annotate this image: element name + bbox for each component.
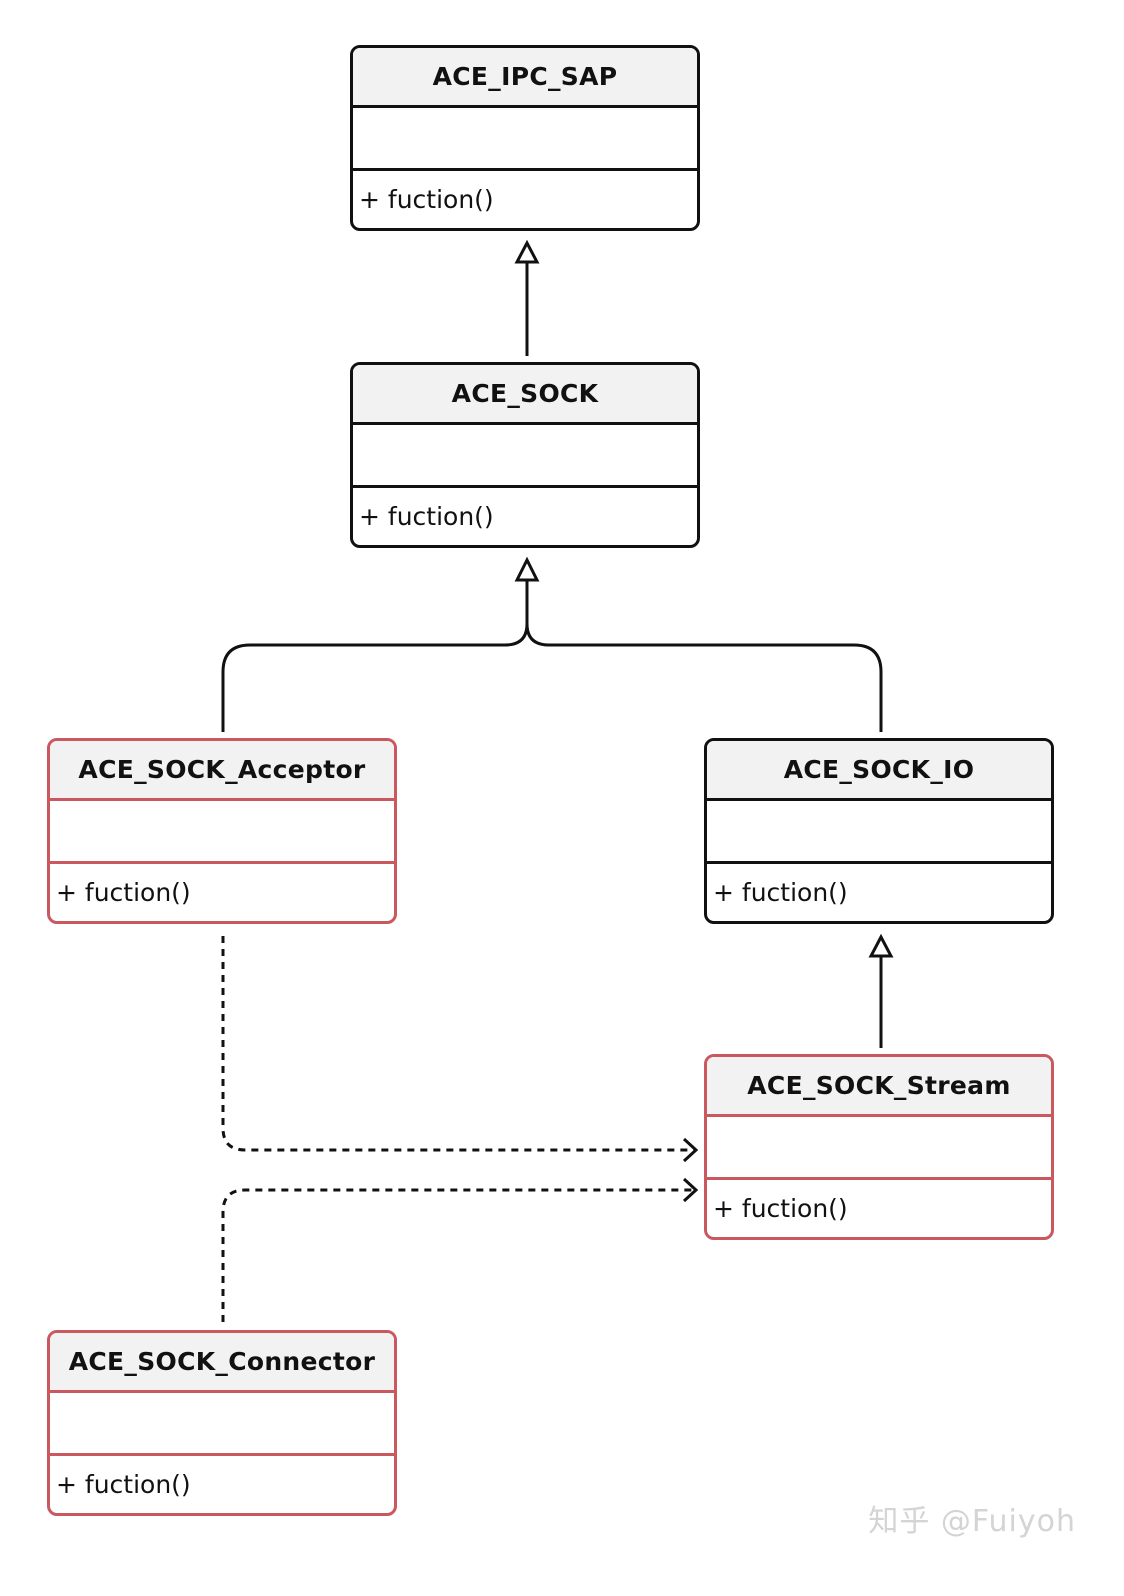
- class-name: ACE_SOCK: [353, 365, 697, 425]
- class-name: ACE_SOCK_IO: [707, 741, 1051, 801]
- class-ace-sock-stream[interactable]: ACE_SOCK_Stream + fuction(): [704, 1054, 1054, 1240]
- inheritance-line-io-to-sock: [525, 623, 883, 732]
- class-name: ACE_SOCK_Stream: [707, 1057, 1051, 1117]
- method-label: + fuction(): [56, 878, 191, 907]
- method-label: + fuction(): [56, 1470, 191, 1499]
- class-ace-sock-connector[interactable]: ACE_SOCK_Connector + fuction(): [47, 1330, 397, 1516]
- attributes-compartment: [707, 801, 1051, 864]
- attributes-compartment: [50, 1393, 394, 1456]
- method-label: + fuction(): [359, 502, 494, 531]
- attributes-compartment: [707, 1117, 1051, 1180]
- dependency-line-connector-to-stream: [221, 1188, 694, 1322]
- watermark: 知乎 @Fuiyoh: [868, 1504, 1076, 1539]
- class-ace-sock-io[interactable]: ACE_SOCK_IO + fuction(): [704, 738, 1054, 924]
- dependency-arrowhead-connector: [682, 1177, 699, 1203]
- inheritance-arrowhead-ipc-sap: [514, 239, 540, 264]
- inheritance-arrowhead-sock: [514, 556, 540, 582]
- class-name: ACE_SOCK_Acceptor: [50, 741, 394, 801]
- class-name: ACE_SOCK_Connector: [50, 1333, 394, 1393]
- dependency-line-acceptor-to-stream: [221, 936, 694, 1152]
- attributes-compartment: [353, 425, 697, 488]
- attributes-compartment: [50, 801, 394, 864]
- inheritance-line-acceptor-to-sock: [221, 580, 529, 732]
- dependency-arrowhead-acceptor: [682, 1137, 699, 1163]
- class-ace-ipc-sap[interactable]: ACE_IPC_SAP + fuction(): [350, 45, 700, 231]
- method-label: + fuction(): [359, 185, 494, 214]
- inheritance-arrowhead-io: [868, 933, 894, 958]
- class-ace-sock[interactable]: ACE_SOCK + fuction(): [350, 362, 700, 548]
- attributes-compartment: [353, 108, 697, 171]
- method-label: + fuction(): [713, 1194, 848, 1223]
- class-name: ACE_IPC_SAP: [353, 48, 697, 108]
- class-ace-sock-acceptor[interactable]: ACE_SOCK_Acceptor + fuction(): [47, 738, 397, 924]
- method-label: + fuction(): [713, 878, 848, 907]
